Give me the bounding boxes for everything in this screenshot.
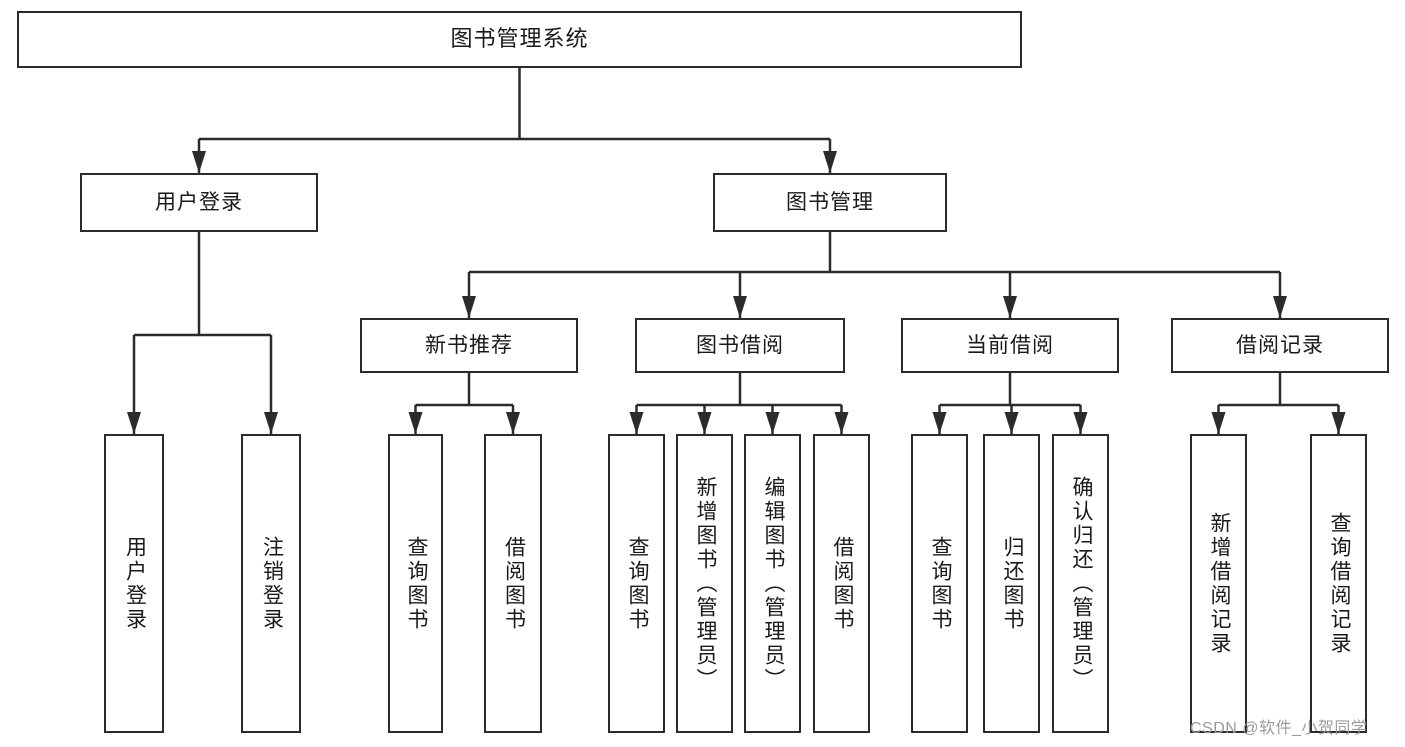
node-label-borrow-record: 借阅记录 [1236,333,1324,357]
node-box-leaf-edit-book[interactable]: 编辑图书（管理员） [744,434,801,733]
arrow-head-icon-book-manage [823,151,837,173]
arrow-head-icon-leaf-confirm-return [1073,412,1088,434]
arrow-head-icon-leaf-edit-book [765,412,780,434]
arrow-head-icon-borrow-record [1273,296,1287,318]
arrow-head-icon-current-borrow [1003,296,1017,318]
arrow-head-icon-leaf-query-book-current [932,412,947,434]
node-box-leaf-query-book-borrow[interactable]: 查询图书 [608,434,665,733]
node-label-book-borrow: 图书借阅 [696,333,784,357]
node-box-leaf-confirm-return[interactable]: 确认归还（管理员） [1052,434,1109,733]
node-box-current-borrow[interactable]: 当前借阅 [901,318,1119,373]
node-box-leaf-borrow-book[interactable]: 借阅图书 [813,434,870,733]
arrow-head-icon-leaf-return-book [1004,412,1019,434]
node-box-root[interactable]: 图书管理系统 [17,11,1022,68]
node-box-leaf-user-login[interactable]: 用户登录 [104,434,164,733]
node-label-leaf-query-record: 查询借阅记录 [1327,511,1351,656]
node-box-leaf-return-book[interactable]: 归还图书 [983,434,1040,733]
node-box-leaf-borrow-book-rec[interactable]: 借阅图书 [484,434,542,733]
arrow-head-icon-leaf-user-login [127,412,141,434]
node-label-leaf-return-book: 归还图书 [1000,535,1024,632]
node-label-leaf-logout: 注销登录 [260,535,284,632]
node-label-leaf-add-record: 新增借阅记录 [1207,511,1231,656]
node-label-leaf-borrow-book: 借阅图书 [830,535,854,632]
node-box-new-book-recommend[interactable]: 新书推荐 [360,318,578,373]
node-label-leaf-user-login: 用户登录 [123,535,147,632]
node-label-user-login: 用户登录 [155,190,243,214]
arrow-head-icon-leaf-borrow-book [834,412,849,434]
node-box-leaf-logout[interactable]: 注销登录 [241,434,301,733]
arrow-head-icon-new-book-recommend [462,296,476,318]
node-label-leaf-query-book-current: 查询图书 [928,535,952,632]
node-box-leaf-add-book[interactable]: 新增图书（管理员） [676,434,733,733]
node-box-user-login[interactable]: 用户登录 [80,173,318,232]
node-label-leaf-query-book-borrow: 查询图书 [625,535,649,632]
node-label-new-book-recommend: 新书推荐 [425,333,513,357]
node-box-borrow-record[interactable]: 借阅记录 [1171,318,1389,373]
node-box-book-borrow[interactable]: 图书借阅 [635,318,845,373]
node-label-current-borrow: 当前借阅 [966,333,1054,357]
arrow-head-icon-leaf-borrow-book-rec [506,412,520,434]
node-label-leaf-add-book: 新增图书（管理员） [693,475,717,692]
arrow-head-icon-leaf-query-book-rec [408,412,423,434]
node-label-leaf-query-book-rec: 查询图书 [404,535,428,632]
node-box-leaf-add-record[interactable]: 新增借阅记录 [1190,434,1247,733]
watermark-label: CSDN @软件_小贺同学 [1190,720,1368,737]
node-label-root: 图书管理系统 [450,26,589,52]
node-label-leaf-borrow-book-rec: 借阅图书 [502,535,526,632]
node-label-leaf-confirm-return: 确认归还（管理员） [1069,475,1093,692]
arrow-head-icon-leaf-add-book [697,412,712,434]
arrow-head-icon-leaf-query-record [1331,412,1346,434]
arrow-head-icon-book-borrow [733,296,747,318]
node-label-leaf-edit-book: 编辑图书（管理员） [761,475,785,692]
node-box-book-manage[interactable]: 图书管理 [713,173,947,232]
node-box-leaf-query-record[interactable]: 查询借阅记录 [1310,434,1367,733]
arrow-head-icon-leaf-query-book-borrow [629,412,644,434]
arrow-head-icon-user-login [192,151,206,173]
node-box-leaf-query-book-current[interactable]: 查询图书 [911,434,968,733]
node-box-leaf-query-book-rec[interactable]: 查询图书 [388,434,443,733]
arrow-head-icon-leaf-add-record [1211,412,1226,434]
node-label-book-manage: 图书管理 [786,190,874,214]
arrow-head-icon-leaf-logout [264,412,278,434]
